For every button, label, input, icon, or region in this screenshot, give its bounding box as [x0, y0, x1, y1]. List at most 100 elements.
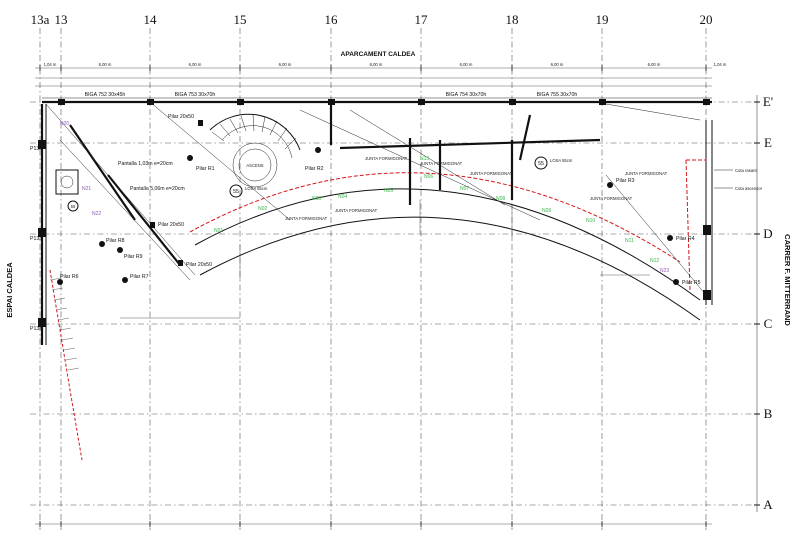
- dim-label: 6,00 m: [460, 62, 473, 67]
- green-tags: N01 N02 N03 N04 N05 N06 N07 N08 N09 N10 …: [214, 156, 659, 264]
- diagonal-walls: Pantalla 1,03m e=20cm Pantalla 5,06m e=2…: [45, 103, 196, 281]
- pillar-label: Pilar R6: [60, 274, 79, 280]
- purple-tag: N23: [660, 268, 669, 274]
- green-tag: N13: [420, 156, 429, 162]
- joint-labels: JUNTA FORMIGONAT JUNTA FORMIGONAT JUNTA …: [285, 156, 668, 221]
- green-tag: N08: [496, 196, 505, 202]
- slab-tag-num: 55: [71, 204, 76, 209]
- p13a-tag: P13a: [30, 326, 42, 332]
- green-tag: N07: [460, 186, 469, 192]
- green-tag: N05: [384, 188, 393, 194]
- note: Cota rasant: [735, 168, 757, 173]
- axis-13: 13: [55, 12, 68, 27]
- axis-19: 19: [596, 12, 609, 27]
- pillar-label: Pilar R9: [124, 254, 143, 260]
- axis-16: 16: [325, 12, 339, 27]
- axis-row-a: A: [763, 497, 773, 512]
- pillar-label: Pilar 20x50: [168, 114, 194, 120]
- green-tag: N01: [214, 228, 223, 234]
- slab-tag-num: 55: [233, 189, 239, 195]
- pillar-label: Pilar R4: [676, 236, 695, 242]
- dim-label: 6,00 m: [648, 62, 661, 67]
- axis-17: 17: [415, 12, 429, 27]
- slab-tag-text: LOSA 55cm: [245, 186, 268, 191]
- green-tag: N03: [312, 196, 321, 202]
- joint-label: JUNTA FORMIGONAT: [625, 171, 668, 176]
- bottom-dimension-chain: [35, 521, 712, 527]
- axis-row-e-prime: E': [763, 94, 773, 109]
- wall-label: Pantalla 5,06m e=20cm: [130, 186, 185, 192]
- grid-lines: [30, 28, 760, 530]
- joint-label: JUNTA FORMIGONAT: [420, 161, 463, 166]
- left-wall-structure: P13a P13a P13a: [30, 104, 83, 461]
- pillar-label: Pilar 20x50: [158, 222, 184, 228]
- axis-14: 14: [144, 12, 158, 27]
- pillar-label: Pilar R7: [130, 274, 149, 280]
- axis-15: 15: [234, 12, 247, 27]
- slab-tag: 55 LOSA 55cm: [229, 184, 268, 198]
- pillar-label: Pilar R1: [196, 166, 215, 172]
- green-tag: N11: [625, 238, 634, 244]
- beam-label: BIGA 754 30x70h: [446, 92, 487, 98]
- slab-tag: 55 LOSA 55cm: [534, 156, 573, 170]
- column-axis-labels: 13a 13 14 15 16 17 18 19 20: [31, 12, 713, 27]
- dim-label: 6,00 m: [551, 62, 564, 67]
- dim-label: 1,04 m: [44, 62, 57, 67]
- axis-20: 20: [700, 12, 713, 27]
- green-tag: N04: [338, 194, 347, 200]
- axis-row-d: D: [763, 226, 772, 241]
- axis-row-e: E: [764, 135, 772, 150]
- green-tag: N09: [542, 208, 551, 214]
- green-tag: N10: [586, 218, 595, 224]
- pillar-label: Pilar 20x50: [186, 262, 212, 268]
- wall-label: Pantalla 1,03m e=20cm: [118, 161, 173, 167]
- purple-tags: N20 N21 N22 N23: [60, 121, 669, 274]
- green-tag: N12: [650, 258, 659, 264]
- slab-tag: 55: [67, 200, 79, 212]
- purple-tag: N21: [82, 186, 91, 192]
- pillar-label: Pilar R2: [305, 166, 324, 172]
- pillar-label: Pilar R5: [682, 280, 701, 286]
- row-axis-labels: E' E D C B A: [763, 94, 773, 512]
- beam-label: BIGA 752 30x45h: [85, 92, 126, 98]
- dim-label: 6,00 m: [99, 62, 112, 67]
- right-side-label: CARRER F. MITTERRAND: [783, 234, 792, 326]
- joint-label: JUNTA FORMIGONAT: [365, 156, 408, 161]
- inner-dimension-ticks: [120, 200, 650, 319]
- p13a-tag: P13a: [30, 146, 42, 152]
- left-side-label: ESPAI CALDEA: [5, 262, 14, 318]
- axis-13a: 13a: [31, 12, 50, 27]
- dim-label: 6,00 m: [279, 62, 292, 67]
- beam-label: BIGA 753 30x70h: [175, 92, 216, 98]
- pillar-label: Pilar R3: [616, 178, 635, 184]
- axis-row-c: C: [764, 316, 773, 331]
- notes: Cota rasant Cota ascensor: [714, 168, 763, 191]
- joint-label: JUNTA FORMIGONAT: [285, 216, 328, 221]
- pillars: Pilar R1 Pilar R2 Pilar R3 Pilar R4 Pila…: [57, 114, 701, 286]
- purple-tag: N22: [92, 211, 101, 217]
- stair-label: ASCENS: [246, 163, 263, 168]
- plan-title: APARCAMENT CALDEA: [341, 51, 416, 58]
- slab-arcs: [189, 159, 705, 321]
- note: Cota ascensor: [735, 186, 763, 191]
- dim-label: 1,04 m: [714, 62, 727, 67]
- slab-tag-num: 55: [538, 161, 544, 167]
- axis-18: 18: [506, 12, 519, 27]
- beam-label: BIGA 755 30x70h: [537, 92, 578, 98]
- green-tag: N02: [258, 206, 267, 212]
- axis-row-b: B: [764, 406, 773, 421]
- joint-label: JUNTA FORMIGONAT: [470, 171, 513, 176]
- p13a-tag: P13a: [30, 236, 42, 242]
- pillar-label: Pilar R8: [106, 238, 125, 244]
- slab-tag-text: LOSA 55cm: [550, 158, 573, 163]
- green-tag: N06: [424, 174, 433, 180]
- dim-label: 6,00 m: [370, 62, 383, 67]
- top-beam: BIGA 752 30x45h BIGA 753 30x70h BIGA 754…: [42, 92, 712, 105]
- joint-label: JUNTA FORMIGONAT: [335, 208, 378, 213]
- joint-label: JUNTA FORMIGONAT: [590, 196, 633, 201]
- structural-lines: [149, 101, 713, 305]
- spiral-stair: ASCENS: [209, 113, 301, 188]
- top-dimension-chain: 1,04 m 6,00 m 6,00 m 6,00 m 6,00 m 6,00 …: [35, 62, 727, 87]
- purple-tag: N20: [60, 121, 69, 127]
